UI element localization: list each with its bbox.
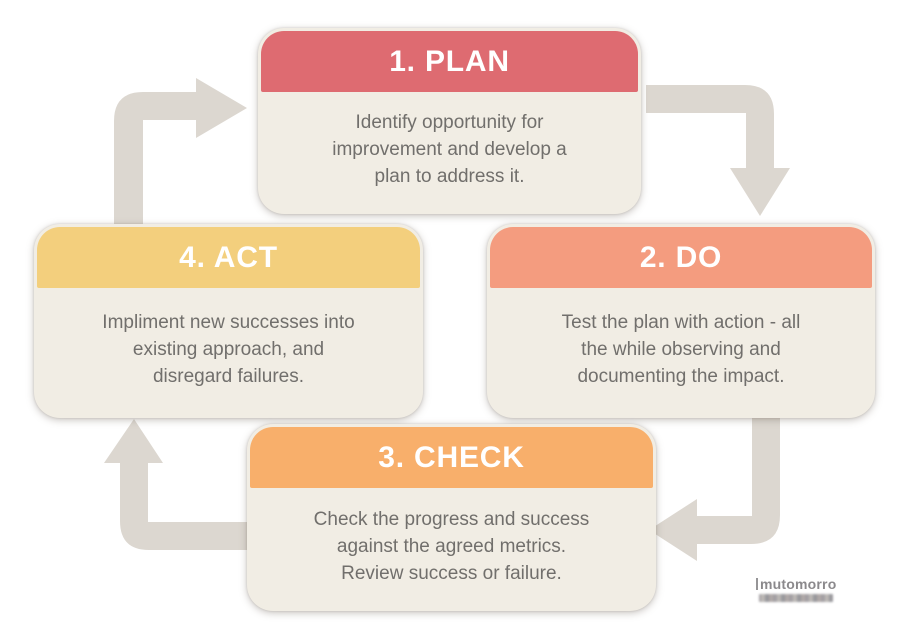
arrow-do-to-check-icon bbox=[649, 416, 780, 561]
arrow-plan-to-do-icon bbox=[646, 85, 790, 216]
plan-card-description: Identify opportunity for improvement and… bbox=[261, 92, 638, 211]
do-card: 2. DO Test the plan with action - all th… bbox=[487, 224, 875, 418]
act-description-line: Impliment new successes into bbox=[102, 312, 355, 333]
plan-card: 1. PLAN Identify opportunity for improve… bbox=[258, 28, 641, 214]
check-card-description: Check the progress and success against t… bbox=[250, 488, 653, 608]
watermark-brand-row: mutomorro bbox=[756, 576, 836, 592]
plan-card-title: 1. PLAN bbox=[389, 44, 510, 78]
plan-card-header: 1. PLAN bbox=[261, 31, 638, 92]
do-card-header: 2. DO bbox=[490, 227, 872, 288]
arrow-act-to-plan-icon bbox=[114, 78, 247, 227]
do-description-line: documenting the impact. bbox=[577, 366, 785, 387]
plan-description-line: Identify opportunity for bbox=[355, 112, 544, 133]
act-card-description: Impliment new successes into existing ap… bbox=[37, 288, 420, 415]
watermark-logo-bar-icon bbox=[756, 578, 758, 590]
check-description-line: against the agreed metrics. bbox=[336, 535, 567, 557]
do-card-title: 2. DO bbox=[639, 240, 723, 274]
act-description-line: disregard failures. bbox=[152, 366, 305, 387]
plan-description-line: plan to address it. bbox=[374, 166, 525, 187]
watermark-brand-text: mutomorro bbox=[760, 576, 837, 592]
arrow-check-to-act-icon bbox=[104, 419, 249, 550]
act-description-line: existing approach, and bbox=[132, 339, 325, 360]
watermark: mutomorro bbox=[756, 576, 836, 602]
do-card-description: Test the plan with action - all the whil… bbox=[490, 288, 872, 415]
act-card-title: 4. ACT bbox=[179, 240, 278, 274]
watermark-tagline-blur bbox=[759, 594, 833, 602]
plan-description-line: improvement and develop a bbox=[332, 139, 567, 160]
do-description-line: Test the plan with action - all bbox=[561, 312, 801, 333]
check-description-line: Review success or failure. bbox=[341, 562, 562, 584]
check-card: 3. CHECK Check the progress and success … bbox=[247, 424, 656, 611]
act-card-header: 4. ACT bbox=[37, 227, 420, 288]
check-card-title: 3. CHECK bbox=[378, 440, 525, 474]
check-card-header: 3. CHECK bbox=[250, 427, 653, 488]
act-card: 4. ACT Impliment new successes into exis… bbox=[34, 224, 423, 418]
check-description-line: Check the progress and success bbox=[313, 508, 590, 530]
do-description-line: the while observing and bbox=[581, 339, 781, 360]
